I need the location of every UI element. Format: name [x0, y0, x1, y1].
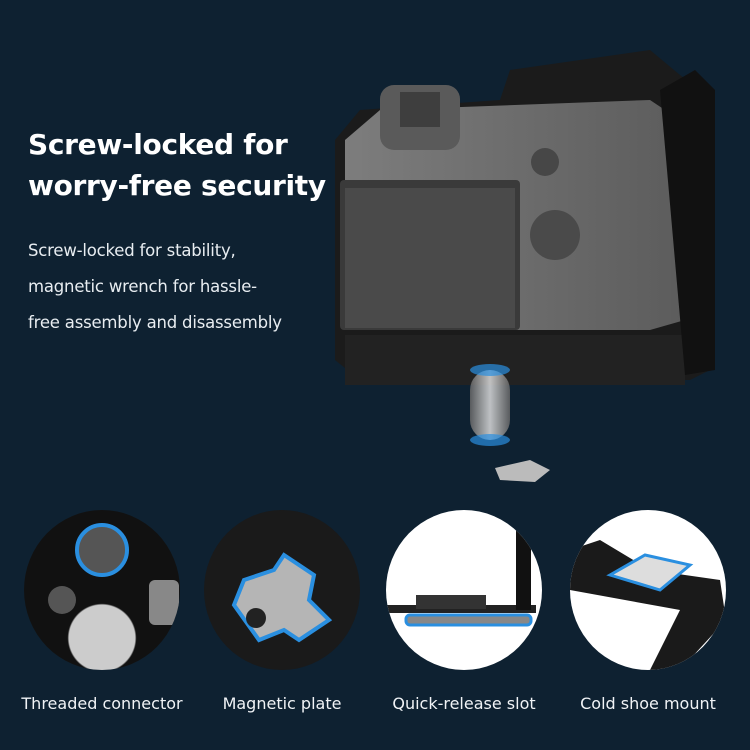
feature-label: Threaded connector — [21, 694, 183, 713]
feature-quick-release-slot: Quick-release slot — [379, 510, 549, 713]
quick-release-slot-closeup-icon — [386, 510, 542, 670]
threaded-connector-closeup-icon — [24, 510, 180, 670]
description-line-1: Screw-locked for stability, — [28, 241, 236, 260]
camera-cage-image — [335, 50, 715, 482]
feature-label: Quick-release slot — [392, 694, 536, 713]
headline-line-2: worry-free security — [28, 169, 326, 202]
headline: Screw-locked for worry-free security — [28, 124, 326, 206]
magnetic-plate-closeup-icon — [204, 510, 360, 670]
description-line-2: magnetic wrench for hassle- — [28, 277, 257, 296]
description-line-3: free assembly and disassembly — [28, 313, 282, 332]
feature-magnetic-plate: Magnetic plate — [197, 510, 367, 713]
feature-label: Cold shoe mount — [580, 694, 716, 713]
description: Screw-locked for stability, magnetic wre… — [28, 233, 282, 341]
cold-shoe-mount-closeup-icon — [570, 510, 726, 670]
feature-label: Magnetic plate — [222, 694, 342, 713]
headline-line-1: Screw-locked for — [28, 128, 288, 161]
feature-cold-shoe-mount: Cold shoe mount — [563, 510, 733, 713]
feature-threaded-connector: Threaded connector — [17, 510, 187, 713]
